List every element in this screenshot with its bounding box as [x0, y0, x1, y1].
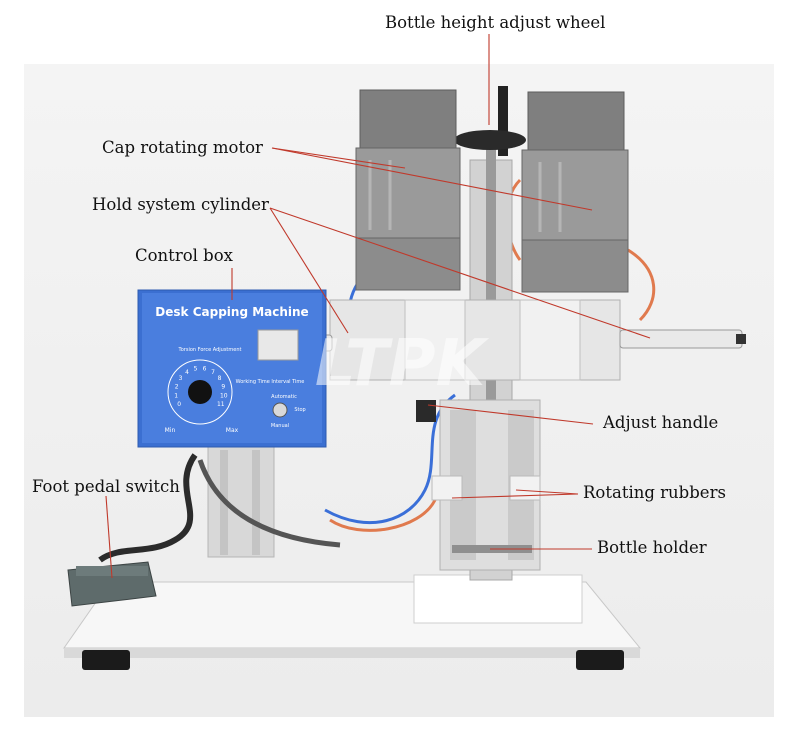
dial-number: 6: [203, 365, 207, 372]
dial-number: 4: [185, 369, 189, 376]
cable-gray-2: [197, 459, 341, 548]
motor-right-housing: [527, 91, 625, 153]
leader-hold-cylinder-1: [269, 207, 349, 334]
cable-gray: [98, 453, 198, 563]
label-foot-pedal: Foot pedal switch: [32, 477, 180, 496]
bottle-stage: [413, 574, 583, 624]
label-adjust-handle: Adjust handle: [603, 413, 719, 432]
height-adjust-wheel: [454, 130, 526, 150]
leader-adjust-handle: [427, 404, 594, 425]
leader-cap-motor-2: [271, 147, 593, 211]
leader-lines: [105, 34, 651, 579]
leader-hold-cylinder-2: [269, 207, 651, 339]
dial-number: 5: [194, 365, 198, 372]
dial-number: 3: [179, 375, 183, 382]
dial-number: 8: [218, 375, 222, 382]
control-box-face: [142, 293, 322, 443]
control-box-stand: [207, 444, 275, 558]
leader-foot-pedal: [105, 495, 113, 579]
motor-right-body: [521, 149, 629, 241]
panel-mode-switch: [272, 402, 288, 418]
panel-stop-label: Stop: [294, 407, 305, 413]
watermark: LTPK: [315, 327, 490, 401]
label-bottle-holder: Bottle holder: [597, 538, 707, 557]
rotating-rubber-left: [431, 475, 463, 501]
foot-right: [576, 650, 624, 670]
dial-number: 1: [174, 392, 178, 399]
adjust-handle-block: [416, 400, 436, 422]
foot-left: [82, 650, 130, 670]
leader-rubbers-1: [451, 493, 579, 499]
label-hold-cylinder: Hold system cylinder: [92, 195, 269, 214]
panel-min-label: Min: [165, 427, 176, 434]
dial-number: 0: [177, 401, 181, 408]
dial-number: 2: [175, 383, 179, 390]
hold-cylinder-right: [619, 329, 743, 349]
panel-max-label: Max: [226, 427, 239, 434]
label-height-wheel: Bottle height adjust wheel: [385, 13, 606, 32]
dial-number: 11: [217, 401, 225, 408]
label-rotating-rubbers: Rotating rubbers: [583, 483, 726, 502]
panel-torsion-label: Torsion Force Adjustment: [178, 347, 242, 353]
dial-number: 9: [221, 383, 225, 390]
leader-cap-motor-1: [271, 147, 406, 169]
motor-left-body: [355, 147, 461, 239]
dial-number: 7: [211, 369, 215, 376]
panel-dial-knob: [188, 380, 212, 404]
label-cap-motor: Cap rotating motor: [102, 138, 263, 157]
panel-manual-label: Manual: [271, 423, 289, 429]
dial-number: 10: [220, 392, 228, 399]
base-plate-front: [64, 648, 640, 658]
panel-title: Desk Capping Machine: [155, 305, 308, 319]
leader-rubbers-2: [515, 489, 579, 495]
panel-working-label: Working Time Interval Time: [236, 379, 305, 385]
panel-automatic-label: Automatic: [271, 394, 297, 400]
motor-left-housing: [359, 89, 457, 151]
height-wheel-shaft: [498, 86, 508, 156]
label-control-box: Control box: [135, 246, 233, 265]
panel-dial-ring: [167, 359, 233, 425]
panel-timer-display: [257, 329, 299, 361]
